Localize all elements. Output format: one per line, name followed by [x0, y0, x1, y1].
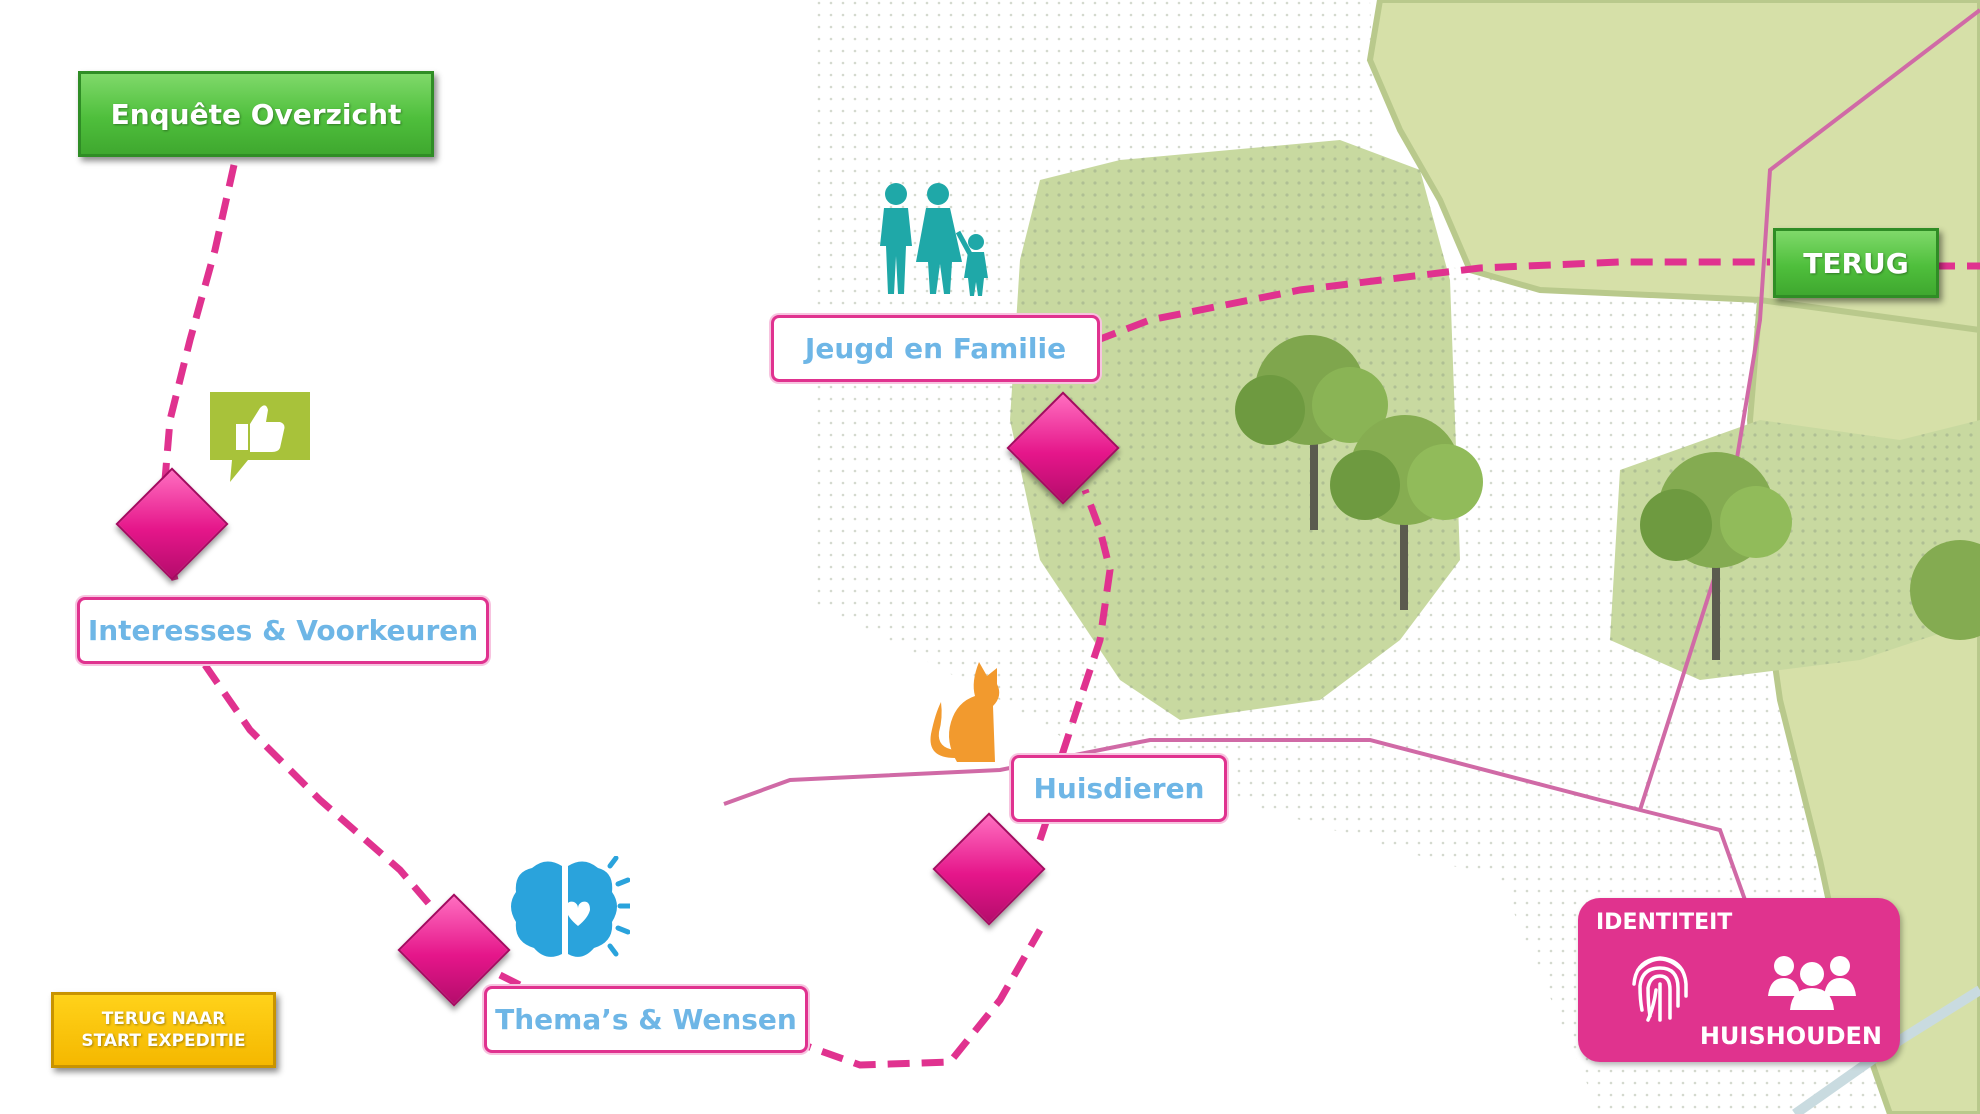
back-to-start-button[interactable]: TERUG NAAR START EXPEDITIE [51, 992, 276, 1068]
thumbs-up-speech-icon [210, 392, 310, 482]
tree-icon [1910, 540, 1980, 640]
back-to-start-line2: START EXPEDITIE [81, 1031, 246, 1051]
stop-label-themes[interactable]: Thema’s & Wensen [484, 986, 808, 1053]
stop-label-youth-family[interactable]: Jeugd en Familie [771, 315, 1100, 382]
people-group-icon[interactable] [1766, 954, 1858, 1012]
tree-icon [1330, 415, 1483, 610]
stop-label-pets[interactable]: Huisdieren [1011, 755, 1227, 822]
back-to-start-line1: TERUG NAAR [101, 1009, 226, 1029]
survey-overview-button[interactable]: Enquête Overzicht [78, 71, 434, 157]
household-label: HUISHOUDEN [1699, 1022, 1882, 1050]
route-path [161, 164, 238, 481]
back-button[interactable]: TERUG [1773, 228, 1939, 298]
tree-icon [1235, 335, 1388, 530]
fingerprint-icon[interactable] [1628, 950, 1692, 1024]
family-icon [880, 183, 988, 296]
tree-icon [1640, 452, 1792, 660]
cat-icon [930, 662, 1000, 762]
identity-title: IDENTITEIT [1596, 910, 1733, 935]
brain-heart-icon [511, 856, 630, 957]
stop-label-interests[interactable]: Interesses & Voorkeuren [77, 597, 489, 664]
identity-panel[interactable]: IDENTITEIT HUISHOUDEN [1578, 898, 1900, 1062]
